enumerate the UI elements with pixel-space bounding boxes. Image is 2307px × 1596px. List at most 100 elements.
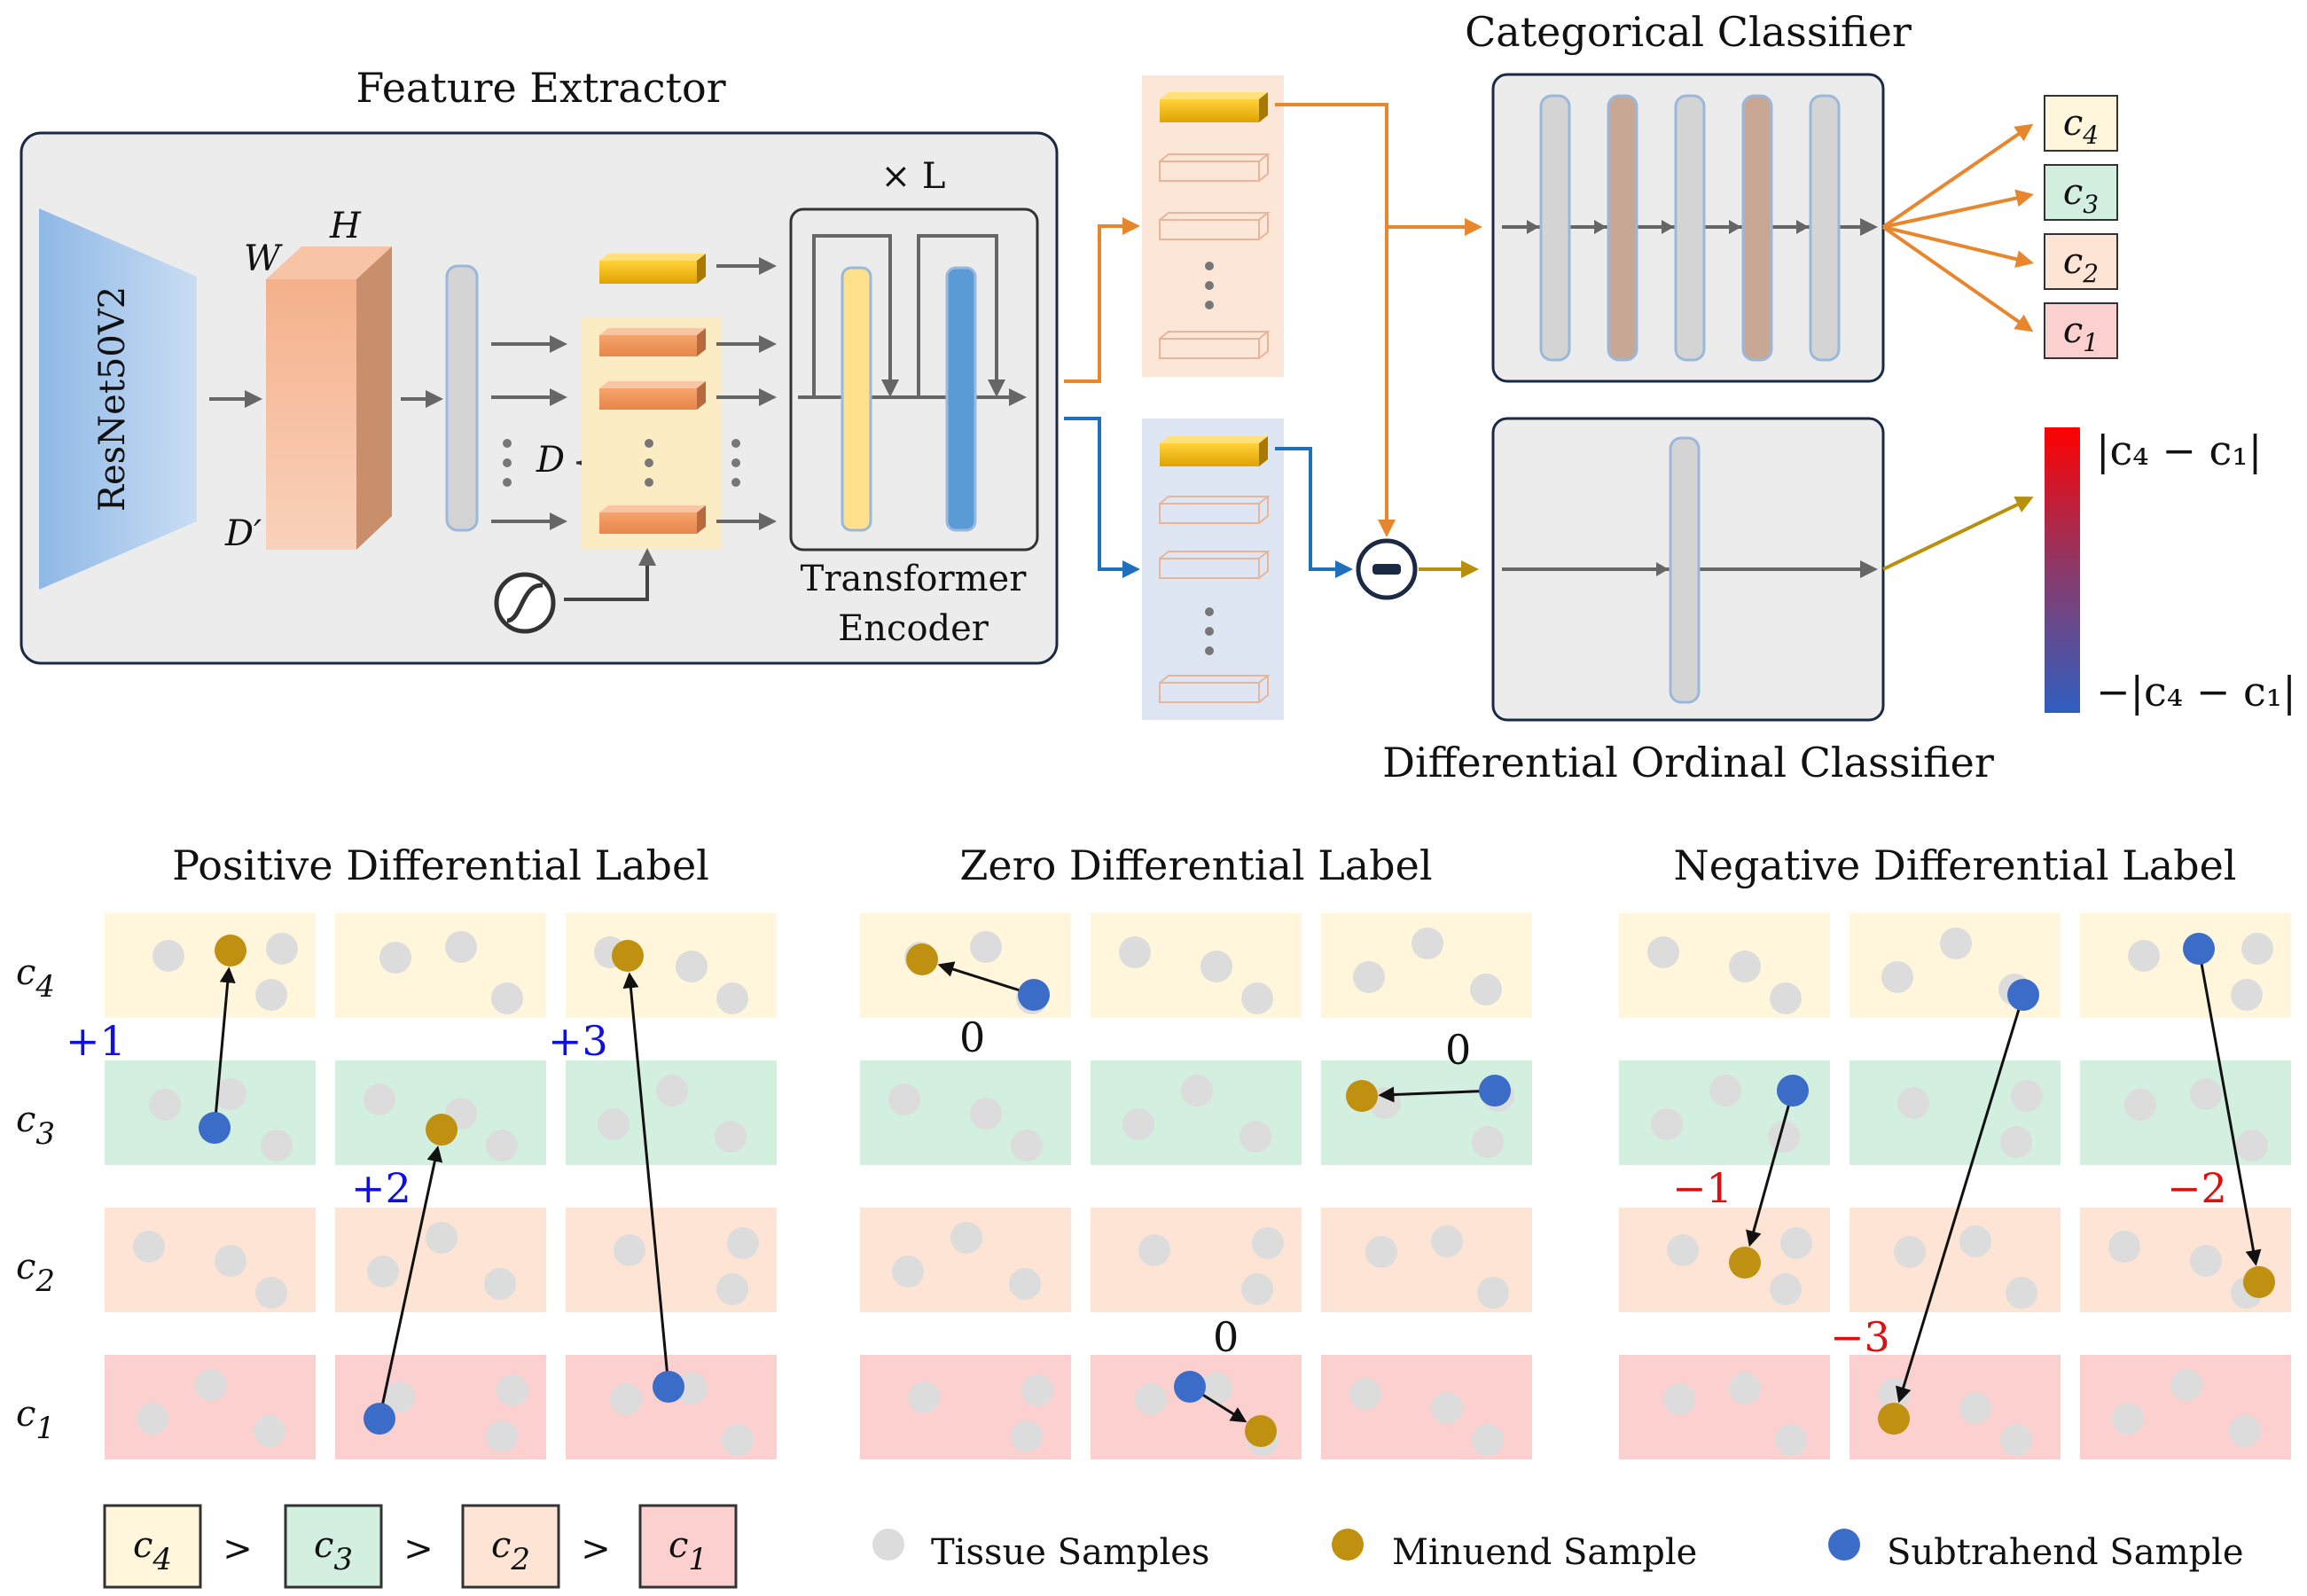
tissue-sample — [1431, 1225, 1463, 1257]
svg-text:c2: c2 — [2063, 241, 2099, 288]
arrow-to-minuend-stack — [1064, 217, 1140, 383]
tissue-sample — [950, 1222, 982, 1254]
minuend-feature-stack — [1142, 75, 1284, 377]
tissue-sample — [2229, 1415, 2261, 1447]
tissue-sample — [254, 1415, 285, 1447]
minuend-sample — [906, 943, 938, 975]
encoder-label-1: Transformer — [801, 559, 1028, 599]
ordinal-classifier: Differential Ordinal Classifier — [1382, 417, 1994, 786]
differential-value-label: −3 — [1830, 1313, 1890, 1361]
panel-title: Zero Differential Label — [959, 841, 1432, 889]
tissue-sample — [215, 1245, 246, 1277]
tissue-sample — [676, 951, 708, 982]
tissue-sample — [716, 982, 748, 1014]
tissue-sample — [491, 982, 523, 1014]
classifier-layer-1 — [1539, 94, 1571, 362]
subtrahend-sample — [2007, 979, 2039, 1011]
tissue-sample — [2000, 1126, 2032, 1158]
cls-token — [599, 254, 706, 284]
tissue-sample — [379, 942, 411, 974]
order-box-c1 — [638, 1504, 738, 1589]
tissue-sample — [970, 1098, 1002, 1130]
row-label-c1: c1 — [16, 1394, 55, 1446]
subtrahend-sample — [199, 1112, 231, 1144]
tissue-sample — [1135, 1383, 1167, 1415]
tissue-sample — [364, 1084, 395, 1115]
tissue-sample — [1021, 1374, 1053, 1406]
tissue-sample — [486, 1420, 518, 1452]
tissue-sample — [1477, 1277, 1509, 1309]
encoder-skip-2 — [917, 234, 1005, 397]
differential-value-label: −1 — [1672, 1164, 1732, 1212]
tissue-sample — [598, 1108, 630, 1140]
subtrahend-sample — [1479, 1075, 1511, 1107]
patch-token-2 — [599, 381, 706, 410]
tissue-sample — [1894, 1236, 1926, 1268]
tissue-sample — [1472, 1424, 1504, 1456]
minuend-sample — [1878, 1403, 1910, 1435]
tissue-sample — [367, 1256, 399, 1287]
tissue-sample — [133, 1231, 165, 1263]
arrow-minuend-to-classifier — [1275, 103, 1482, 236]
classifier-layer-4 — [1741, 94, 1773, 362]
flatten-vector — [445, 264, 479, 532]
tissue-sample — [1119, 936, 1151, 968]
subtrahend-sample — [1174, 1371, 1206, 1403]
patch-token-d — [599, 505, 706, 534]
tissue-sample — [1729, 951, 1761, 982]
row-label-c4: c4 — [16, 952, 55, 1005]
arrow-pos-embed — [564, 548, 656, 601]
classifier-layer-2 — [1607, 94, 1638, 362]
tissue-sample — [1770, 982, 1802, 1014]
tissue-sample — [2190, 1245, 2222, 1277]
tissue-sample — [1768, 1121, 1800, 1153]
svg-text:c2: c2 — [491, 1525, 530, 1577]
class-box-c2 — [2044, 233, 2118, 290]
class-box-c3 — [2044, 164, 2118, 221]
differential-pair: −3 — [1830, 979, 2039, 1435]
tissue-sample — [1431, 1392, 1463, 1424]
dim-w-label: W — [244, 239, 283, 279]
panel-2: Zero Differential Label — [860, 841, 1532, 1459]
minuend-sample — [1346, 1080, 1378, 1112]
differential-value-label: +2 — [351, 1164, 411, 1212]
tissue-sample — [261, 1130, 293, 1162]
transformer-encoder-box — [789, 207, 1039, 552]
svg-text:c1: c1 — [669, 1525, 708, 1577]
position-embedding-icon — [494, 572, 556, 634]
class-box-c1 — [2044, 302, 2118, 359]
minuend-legend-dot — [1332, 1529, 1364, 1561]
tissue-sample — [1241, 1273, 1273, 1305]
subtrahend-legend-label: Subtrahend Sample — [1887, 1532, 2244, 1573]
tissue-sample — [1122, 1108, 1154, 1140]
subtrahend-sample — [2183, 933, 2215, 965]
ellipsis-dots-left — [503, 439, 512, 487]
feature-extractor: Feature Extractor ResNet50V2 W H D′ D — [20, 64, 1059, 665]
class-box-c4 — [2044, 95, 2118, 152]
tissue-sample — [1412, 927, 1443, 959]
differential-pair: +2 — [351, 1114, 457, 1435]
tissue-sample — [1709, 1075, 1741, 1107]
minuend-cls-token — [1160, 92, 1268, 122]
class-output-boxes: c4 c3 c2 c1 — [2044, 95, 2118, 359]
arrow-to-subtrahend-stack — [1064, 417, 1140, 578]
tissue-sample — [892, 1256, 924, 1287]
tissue-sample — [2108, 1231, 2140, 1263]
tissue-sample — [1011, 1130, 1043, 1162]
subtrahend-sample — [1018, 979, 1050, 1011]
ellipsis-dots-right — [731, 439, 740, 487]
tissue-sample — [1353, 961, 1385, 993]
scale-bottom-label: −|c₄ − c₁| — [2096, 668, 2296, 716]
encoder-label-2: Encoder — [838, 608, 989, 649]
dim-dprime-label: D′ — [224, 513, 262, 554]
tissue-sample — [2170, 1369, 2202, 1401]
differential-pair: +1 — [66, 935, 246, 1144]
tissue-sample — [1959, 1392, 1991, 1424]
tissue-sample — [1011, 1420, 1043, 1452]
tissue-sample — [2011, 1080, 2043, 1112]
tissue-sample — [1470, 974, 1502, 1005]
tissue-sample — [1365, 1236, 1397, 1268]
tissue-sample — [1881, 961, 1913, 993]
tissue-sample — [727, 1227, 759, 1259]
tissue-sample — [676, 1373, 708, 1404]
